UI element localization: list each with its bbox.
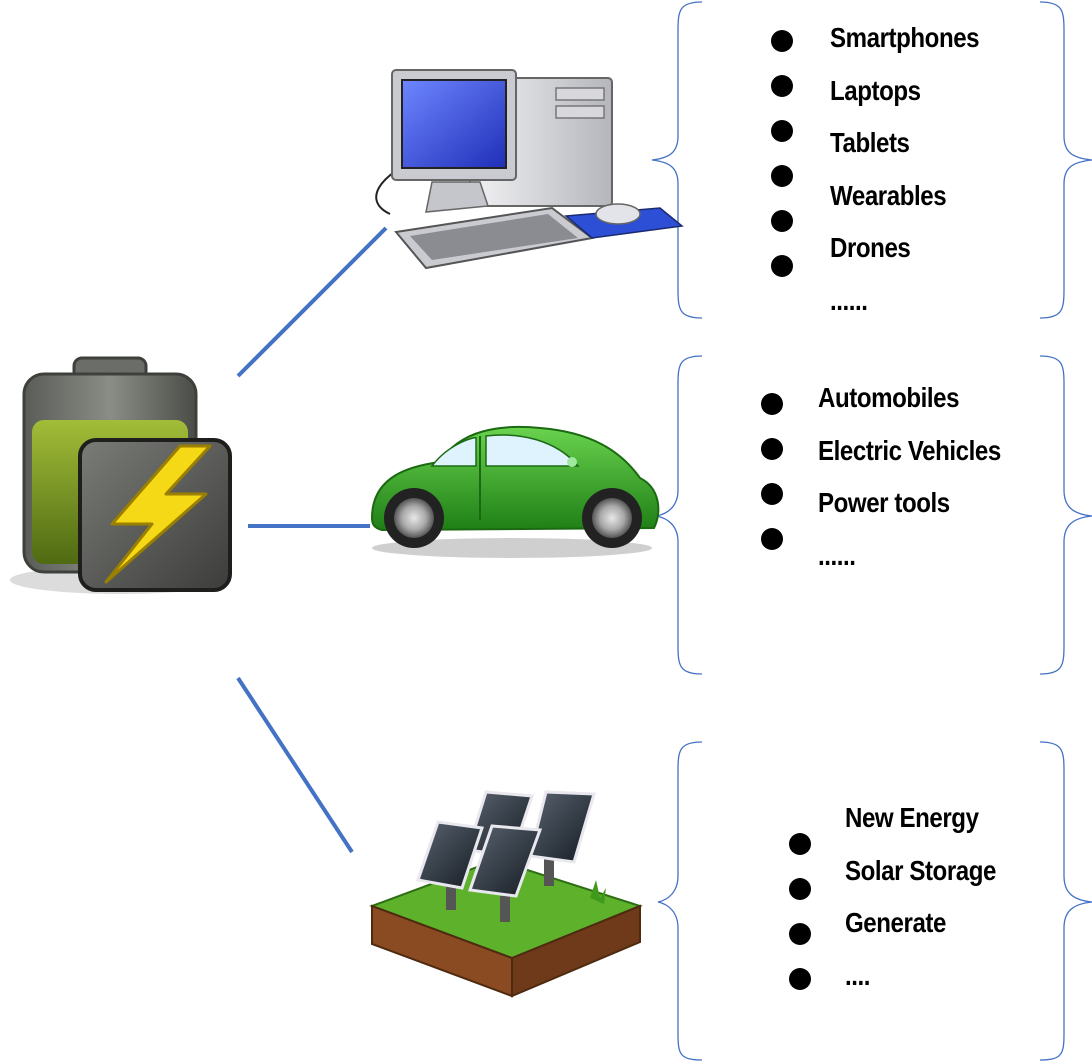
connector-lines	[236, 226, 388, 854]
bullet-electronics-5	[771, 255, 793, 277]
label-vehicles-2: Power tools	[818, 487, 950, 518]
bullet-energy-3	[789, 968, 811, 990]
bullet-vehicles-2	[761, 483, 783, 505]
label-energy-0: New Energy	[845, 802, 979, 833]
label-vehicles-3: ......	[818, 539, 856, 571]
label-vehicles-1: Electric Vehicles	[818, 434, 1001, 466]
bullet-energy-2	[789, 923, 811, 945]
brace-left-1	[651, 1, 703, 319]
bullet-electronics-1	[771, 75, 793, 97]
label-electronics-0: Smartphones	[830, 22, 980, 53]
bullet-vehicles-1	[761, 438, 783, 460]
label-energy-3: ....	[845, 959, 871, 991]
car-icon	[370, 425, 660, 558]
label-electronics-5: ......	[830, 284, 868, 316]
brace-left-2	[655, 355, 703, 675]
connector-electronics	[236, 226, 388, 378]
computer-icon	[375, 69, 684, 270]
label-electronics-1: Laptops	[830, 74, 921, 106]
label-energy-2: Generate	[845, 907, 946, 938]
brace-right-3	[1039, 741, 1092, 1061]
braces	[651, 1, 1092, 1061]
label-electronics-4: Drones	[830, 232, 911, 263]
bullet-vehicles-0	[761, 393, 783, 415]
bullet-electronics-3	[771, 165, 793, 187]
bullet-vehicles-3	[761, 528, 783, 550]
brace-left-3	[657, 741, 703, 1061]
label-electronics-2: Tablets	[830, 127, 910, 158]
bullet-electronics-0	[771, 30, 793, 52]
bullet-energy-0	[789, 833, 811, 855]
brace-right-1	[1039, 1, 1092, 319]
brace-right-2	[1039, 355, 1092, 675]
label-electronics-3: Wearables	[830, 179, 947, 211]
label-vehicles-0: Automobiles	[818, 382, 960, 413]
connector-energy	[236, 676, 354, 854]
label-energy-1: Solar Storage	[845, 854, 996, 886]
bullet-electronics-4	[771, 210, 793, 232]
battery-charging-icon	[10, 356, 232, 594]
solar-panel-icon	[369, 790, 643, 998]
bullet-energy-1	[789, 878, 811, 900]
bullet-electronics-2	[771, 120, 793, 142]
